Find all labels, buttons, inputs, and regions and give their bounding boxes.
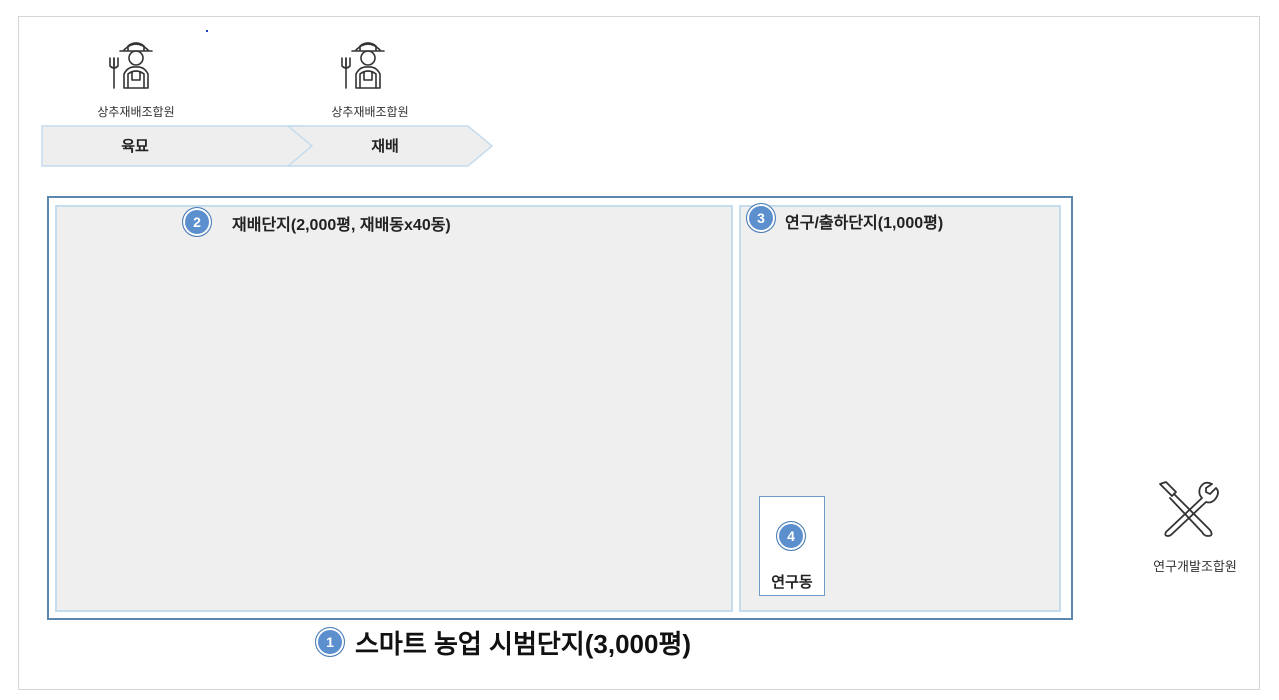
research-zone-title: 연구/출하단지(1,000평) bbox=[785, 215, 944, 232]
farmer-icon bbox=[338, 36, 398, 94]
zone-number-badge: 4 bbox=[776, 521, 806, 551]
canvas-frame bbox=[18, 16, 1260, 690]
zone-number-badge: 1 bbox=[315, 627, 345, 657]
research-building: 4 연구동 bbox=[759, 496, 825, 596]
rnd-member-label: 연구개발조합원 bbox=[1153, 559, 1237, 574]
pilot-complex-boundary bbox=[47, 196, 1073, 620]
cultivation-zone bbox=[55, 205, 733, 612]
stage-label-cultivation: 재배 bbox=[371, 138, 399, 155]
research-building-title: 연구동 bbox=[771, 574, 813, 591]
complex-title: 1 스마트 농업 시범단지(3,000평) bbox=[315, 622, 691, 662]
stray-dot bbox=[206, 30, 208, 32]
process-chevrons bbox=[41, 125, 494, 167]
stage-role-label: 상추재배조합원 bbox=[331, 105, 409, 119]
cultivation-zone-title: 재배단지(2,000평, 재배동x40동) bbox=[232, 217, 451, 234]
zone-number-badge: 2 bbox=[182, 207, 212, 237]
stage-label-seedling: 육묘 bbox=[121, 138, 149, 155]
stage-role-label: 상추재배조합원 bbox=[97, 105, 175, 119]
chevron-cultivation bbox=[285, 125, 494, 167]
zone-number-badge: 3 bbox=[746, 203, 776, 233]
complex-title-text: 스마트 농업 시범단지(3,000평) bbox=[355, 628, 692, 659]
tools-icon bbox=[1152, 478, 1224, 540]
farmer-icon bbox=[106, 36, 166, 94]
